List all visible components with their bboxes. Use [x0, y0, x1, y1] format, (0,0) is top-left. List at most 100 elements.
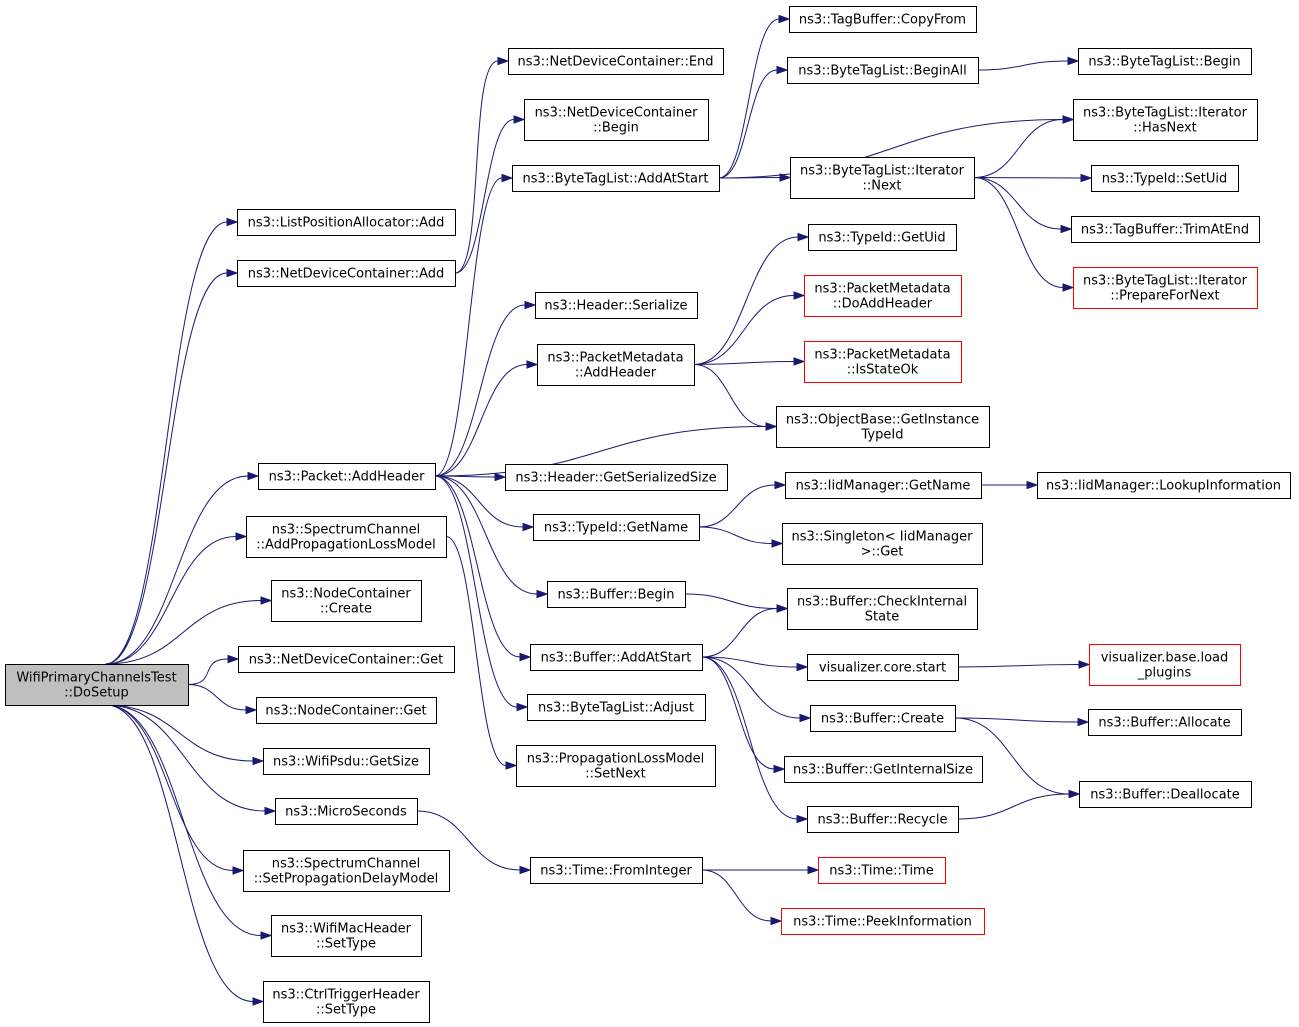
node-btl-beginall[interactable]: ns3::ByteTagList::BeginAll [787, 57, 979, 84]
node-label: ::Create [320, 602, 372, 617]
node-box [810, 705, 956, 732]
node-box [535, 292, 698, 319]
node-typeid-setuid[interactable]: ns3::TypeId::SetUid [1091, 165, 1239, 192]
edge-btl-addatstart-to-tagbuf-copyfrom [718, 14, 791, 179]
node-iid-lookupinfo[interactable]: ns3::IidManager::LookupInformation [1037, 472, 1291, 499]
node-sc-setdelay[interactable]: ns3::SpectrumChannel::SetPropagationDela… [243, 850, 450, 892]
node-label: ns3::MicroSeconds [285, 805, 407, 820]
node-typeid-getuid[interactable]: ns3::TypeId::GetUid [808, 224, 957, 251]
node-box [271, 915, 422, 957]
node-viz-core-start[interactable]: visualizer.core.start [807, 654, 959, 681]
node-label: visualizer.core.start [819, 661, 946, 676]
node-btl-it-hasnext[interactable]: ns3::ByteTagList::Iterator::HasNext [1073, 99, 1258, 141]
node-label: ns3::Header::GetSerializedSize [515, 471, 716, 486]
node-pm-addheader[interactable]: ns3::PacketMetadata::AddHeader [537, 344, 695, 386]
node-btl-addatstart[interactable]: ns3::ByteTagList::AddAtStart [512, 165, 720, 192]
node-label: >::Get [861, 545, 904, 560]
node-box [781, 908, 985, 935]
node-label: ns3::IidManager::GetName [796, 479, 971, 494]
node-time-frominteger[interactable]: ns3::Time::FromInteger [530, 857, 703, 884]
node-buf-begin[interactable]: ns3::Buffer::Begin [547, 581, 686, 608]
node-label: ::SetType [316, 937, 376, 952]
node-box [505, 464, 728, 491]
node-box [785, 472, 982, 499]
node-label: ns3::WifiMacHeader [281, 922, 412, 937]
node-ndc-add[interactable]: ns3::NetDeviceContainer::Add [237, 260, 456, 287]
node-box [784, 756, 983, 783]
node-box [516, 745, 716, 787]
edge-pkt-addheader-to-buf-addatstart [434, 475, 532, 662]
node-buf-allocate[interactable]: ns3::Buffer::Allocate [1088, 709, 1242, 736]
node-box [512, 165, 720, 192]
edge-buf-addatstart-to-viz-core-start [701, 656, 809, 672]
node-psdu-getsize[interactable]: ns3::WifiPsdu::GetSize [263, 748, 430, 775]
node-buf-addatstart[interactable]: ns3::Buffer::AddAtStart [530, 644, 703, 671]
node-box [808, 224, 957, 251]
node-label: ns3::ObjectBase::GetInstance [786, 413, 979, 428]
node-ctrl-settype[interactable]: ns3::CtrlTriggerHeader::SetType [263, 981, 430, 1023]
node-buf-deallocate[interactable]: ns3::Buffer::Deallocate [1079, 781, 1252, 808]
node-ndc-end[interactable]: ns3::NetDeviceContainer::End [508, 48, 724, 75]
edges-layer [105, 14, 1093, 1006]
edge-buf-create-to-buf-allocate [954, 717, 1090, 727]
node-pm-isstateok[interactable]: ns3::PacketMetadata::IsStateOk [804, 341, 962, 383]
node-lpa-add[interactable]: ns3::ListPositionAllocator::Add [237, 209, 456, 236]
node-mac-settype[interactable]: ns3::WifiMacHeader::SetType [271, 915, 422, 957]
edge-pm-addheader-to-typeid-getuid [693, 232, 810, 365]
node-label: ns3::PacketMetadata [814, 348, 950, 363]
edge-time-frominteger-to-time-time [702, 865, 820, 875]
node-box [1037, 472, 1291, 499]
node-microseconds[interactable]: ns3::MicroSeconds [275, 798, 418, 825]
node-label: ::DoAddHeader [833, 297, 933, 312]
node-ndc-begin[interactable]: ns3::NetDeviceContainer::Begin [524, 99, 709, 141]
node-box [547, 581, 686, 608]
node-btl-it-preparefornext[interactable]: ns3::ByteTagList::Iterator::PrepareForNe… [1073, 267, 1258, 309]
node-time-peekinfo[interactable]: ns3::Time::PeekInformation [781, 908, 985, 935]
node-box [1073, 99, 1258, 141]
node-sc-addloss[interactable]: ns3::SpectrumChannel::AddPropagationLoss… [246, 516, 447, 558]
node-box [237, 209, 456, 236]
node-label: ::HasNext [1133, 121, 1197, 136]
edge-root-to-ndc-get [187, 654, 240, 685]
node-hdr-serialize[interactable]: ns3::Header::Serialize [535, 292, 698, 319]
node-label: ::SetType [316, 1003, 376, 1018]
node-label: ::SetPropagationDelayModel [254, 872, 438, 887]
node-box [1079, 781, 1252, 808]
node-box [527, 694, 706, 721]
node-nc-get[interactable]: ns3::NodeContainer::Get [256, 697, 437, 724]
node-pkt-addheader[interactable]: ns3::Packet::AddHeader [258, 463, 436, 490]
node-buf-getinternalsize[interactable]: ns3::Buffer::GetInternalSize [784, 756, 983, 783]
node-box [804, 341, 962, 383]
node-buf-create[interactable]: ns3::Buffer::Create [810, 705, 956, 732]
node-iid-getname[interactable]: ns3::IidManager::GetName [785, 472, 982, 499]
node-label: ns3::NetDeviceContainer::Add [248, 267, 445, 282]
node-btl-begin[interactable]: ns3::ByteTagList::Begin [1078, 48, 1252, 75]
node-label: ns3::NodeContainer [281, 587, 411, 602]
node-label: ns3::ListPositionAllocator::Add [248, 216, 445, 231]
node-pm-doaddheader[interactable]: ns3::PacketMetadata::DoAddHeader [804, 275, 962, 317]
node-buf-recycle[interactable]: ns3::Buffer::Recycle [807, 806, 959, 833]
node-label: ns3::Singleton< IidManager [791, 530, 973, 545]
edge-root-to-sc-addloss [105, 532, 248, 665]
node-viz-base-loadplugins[interactable]: visualizer.base.load_plugins [1089, 644, 1241, 686]
node-time-time[interactable]: ns3::Time::Time [818, 857, 946, 884]
node-ndc-get[interactable]: ns3::NetDeviceContainer::Get [238, 646, 455, 673]
node-btl-it-next[interactable]: ns3::ByteTagList::Iterator::Next [790, 157, 975, 199]
node-tagbuf-trimatend[interactable]: ns3::TagBuffer::TrimAtEnd [1071, 216, 1260, 243]
edge-btl-it-next-to-typeid-setuid [973, 173, 1093, 183]
edge-ndc-add-to-ndc-begin [454, 115, 526, 274]
node-typeid-getname[interactable]: ns3::TypeId::GetName [533, 514, 700, 541]
node-plm-setnext[interactable]: ns3::PropagationLossModel::SetNext [516, 745, 716, 787]
node-btl-adjust[interactable]: ns3::ByteTagList::Adjust [527, 694, 706, 721]
node-root[interactable]: WifiPrimaryChannelsTest::DoSetup [5, 664, 189, 706]
node-box [237, 260, 456, 287]
node-label: ns3::ByteTagList::Begin [1088, 55, 1240, 70]
node-nc-create[interactable]: ns3::NodeContainer::Create [271, 580, 422, 622]
node-singleton-get[interactable]: ns3::Singleton< IidManager >::Get [782, 523, 983, 565]
node-hdr-getsersize[interactable]: ns3::Header::GetSerializedSize [505, 464, 728, 491]
node-label: ns3::Header::Serialize [544, 299, 687, 314]
node-box [258, 463, 436, 490]
node-tagbuf-copyfrom[interactable]: ns3::TagBuffer::CopyFrom [789, 6, 977, 33]
